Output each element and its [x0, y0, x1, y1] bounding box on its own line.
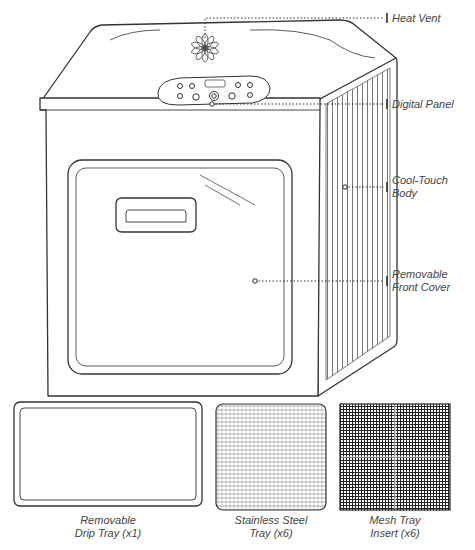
callout-label: Cool-Touch Body [392, 174, 468, 200]
part-caption: Mesh Tray Insert (x6) [364, 514, 426, 540]
stainless-steel-tray [216, 404, 326, 510]
mesh-tray-insert [340, 404, 450, 510]
heat-vent-flower [191, 34, 219, 62]
callout-label: Removable Front Cover [392, 268, 468, 294]
digital-panel [158, 76, 270, 105]
callout-label: Digital Panel [392, 98, 468, 111]
dehydrator-body [40, 20, 397, 396]
part-caption: Stainless Steel Tray (x6) [230, 514, 312, 540]
leader-ticks [210, 13, 387, 286]
callout-label: Heat Vent [392, 12, 468, 25]
part-caption: Removable Drip Tray (x1) [71, 514, 145, 540]
drip-tray [14, 402, 202, 506]
leader-lines [205, 18, 384, 281]
